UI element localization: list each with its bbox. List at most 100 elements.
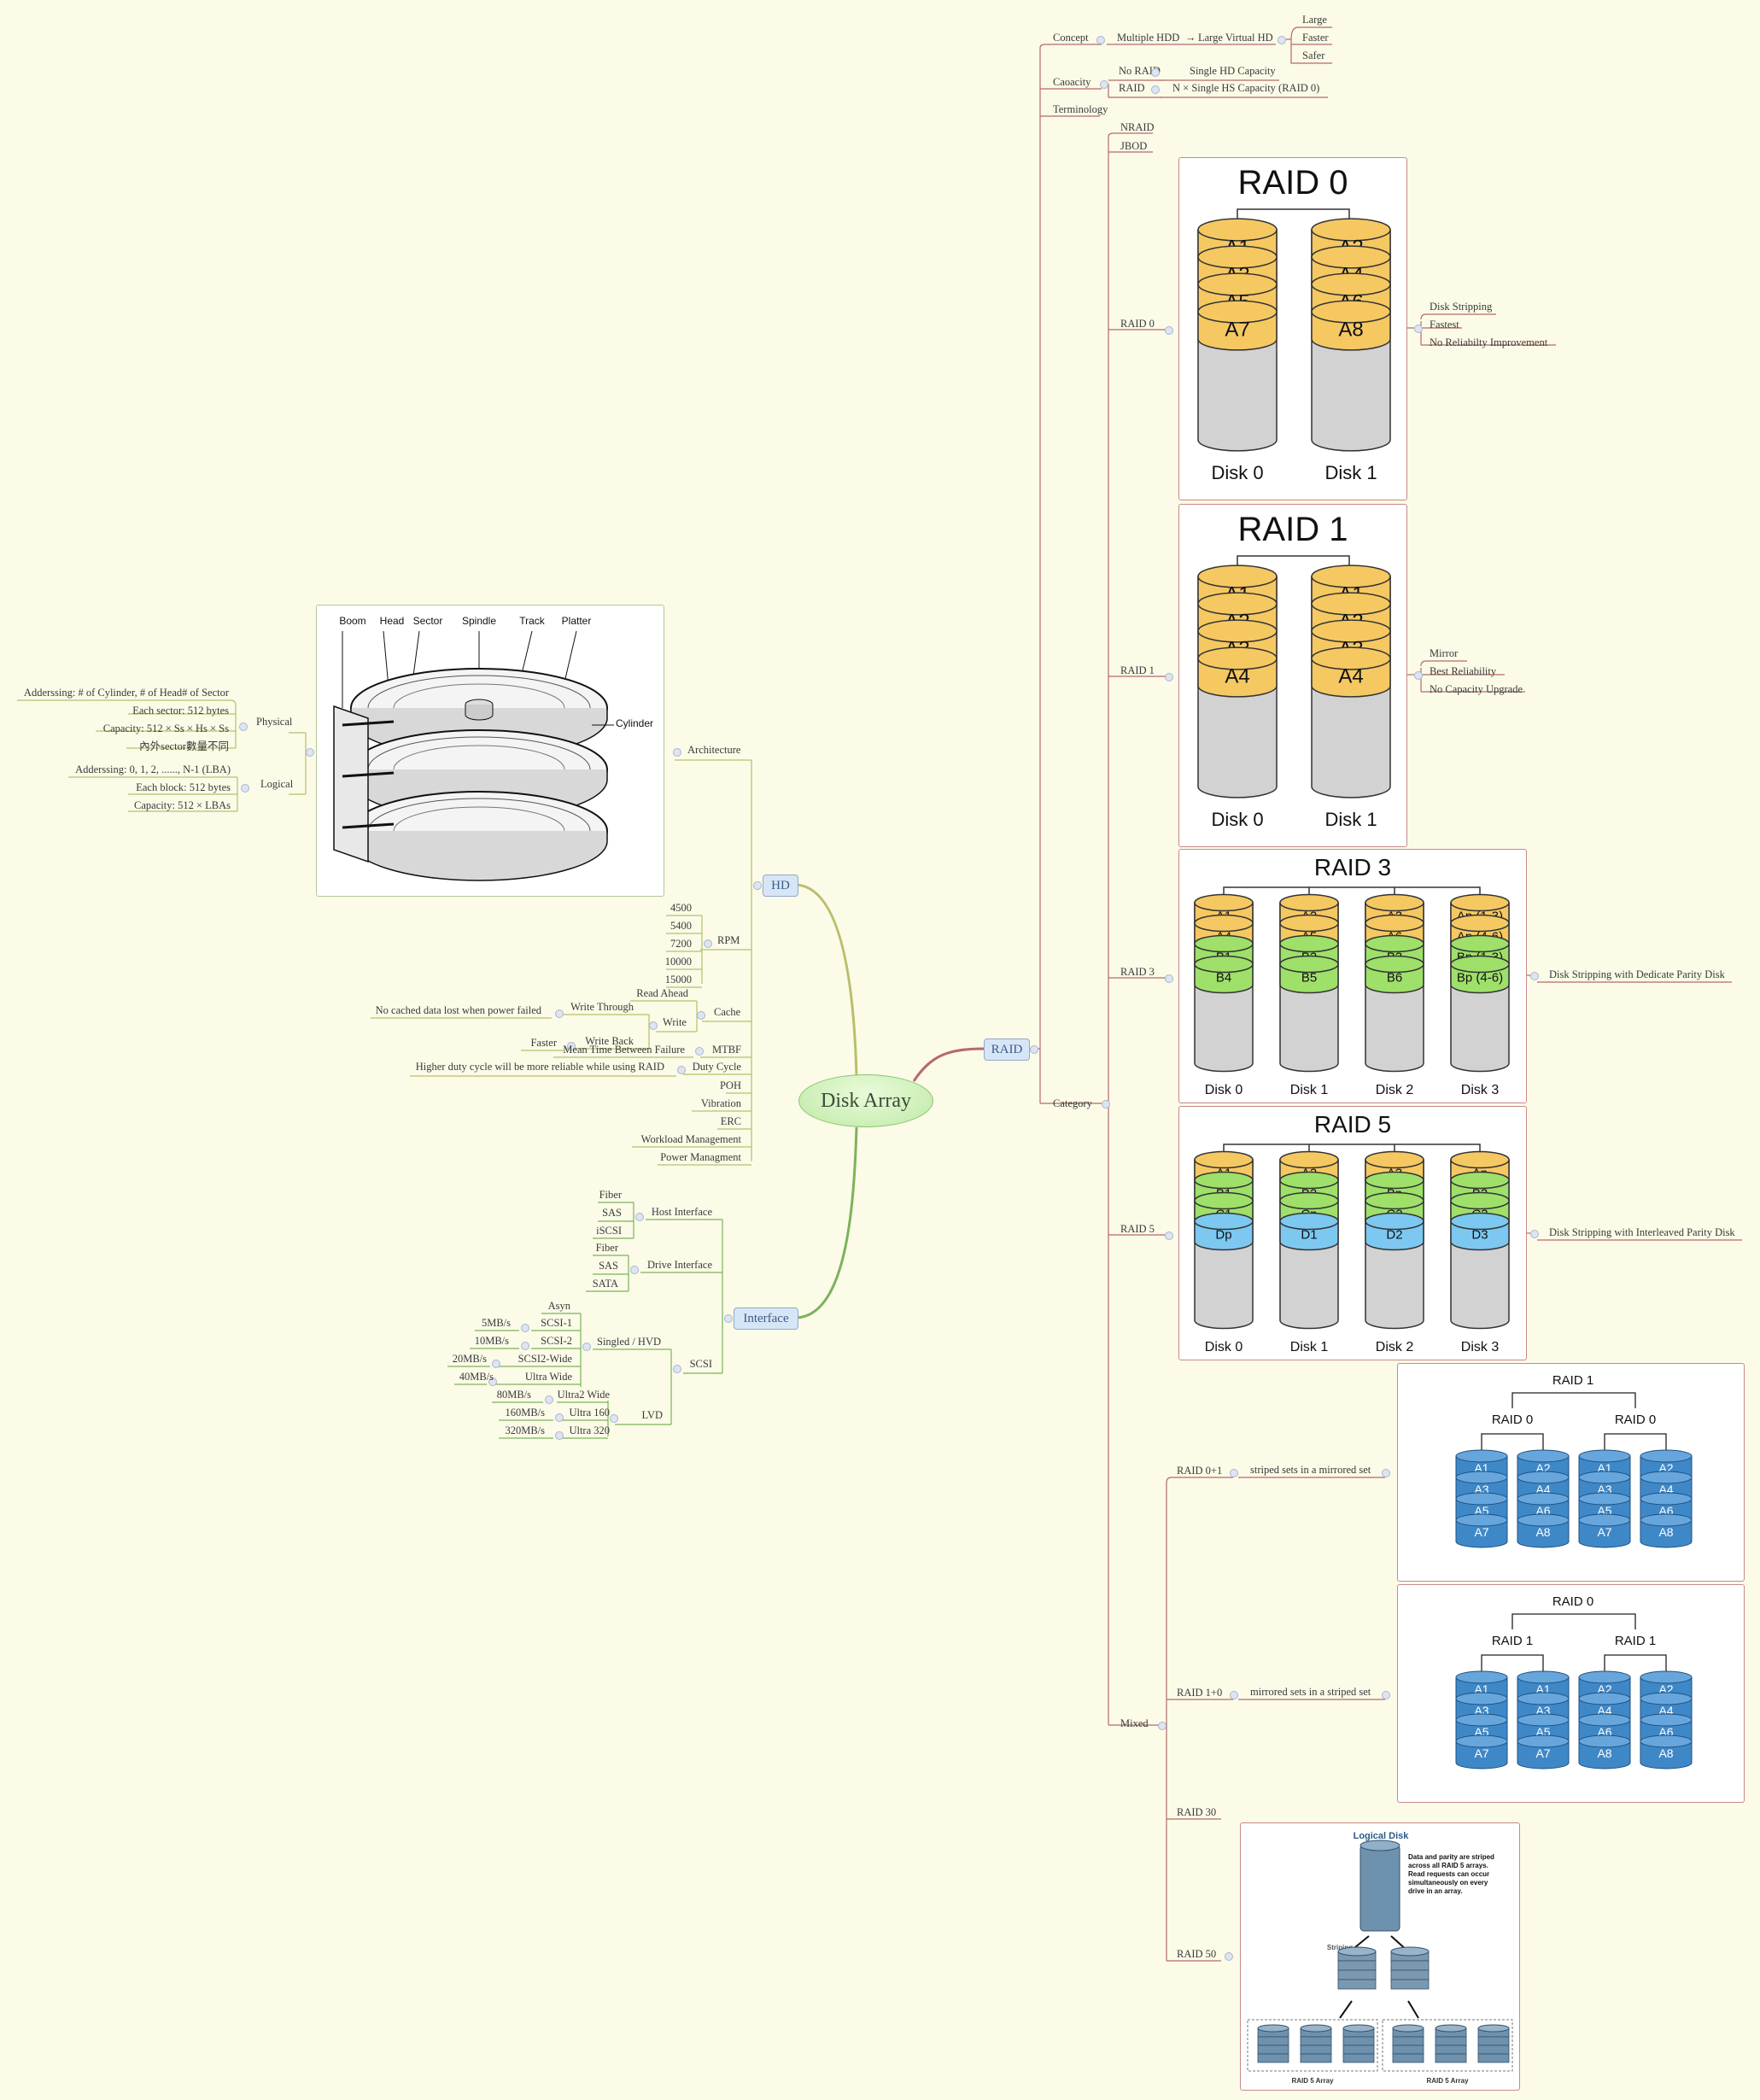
concept-prop[interactable]: Faster: [1302, 32, 1329, 44]
read-ahead-label[interactable]: Read Ahead: [636, 987, 688, 999]
duty-cycle-label[interactable]: Duty Cycle: [692, 1061, 741, 1073]
collapse-toggle[interactable]: [488, 1378, 497, 1386]
jbod-label[interactable]: JBOD: [1120, 140, 1148, 152]
collapse-toggle[interactable]: [1102, 1100, 1110, 1108]
lvd-name[interactable]: Ultra 320: [569, 1424, 610, 1436]
concept-arrow[interactable]: →: [1185, 32, 1196, 44]
scsi-name[interactable]: SCSI-2: [541, 1335, 572, 1347]
write-through-note[interactable]: No cached data lost when power failed: [375, 1004, 541, 1016]
logical-label[interactable]: Logical: [260, 778, 294, 790]
scsi-speed[interactable]: 10MB/s: [474, 1335, 509, 1347]
mixed-raid50[interactable]: RAID 50: [1177, 1948, 1217, 1960]
raid0-note[interactable]: No Reliabilty Improvement: [1430, 336, 1548, 348]
drive-item[interactable]: Fiber: [595, 1242, 618, 1254]
collapse-toggle[interactable]: [1230, 1691, 1238, 1699]
physical-label[interactable]: Physical: [256, 716, 293, 728]
lvd-speed[interactable]: 80MB/s: [496, 1389, 531, 1401]
collapse-toggle[interactable]: [610, 1414, 618, 1423]
concept-result[interactable]: Large Virtual HD: [1198, 32, 1273, 44]
collapse-toggle[interactable]: [635, 1213, 644, 1221]
collapse-toggle[interactable]: [1151, 68, 1160, 77]
collapse-toggle[interactable]: [1100, 80, 1108, 89]
singled-label[interactable]: Singled / HVD: [597, 1336, 661, 1348]
collapse-toggle[interactable]: [1230, 1469, 1238, 1477]
category-label[interactable]: Category: [1053, 1097, 1092, 1109]
collapse-toggle[interactable]: [1165, 1231, 1173, 1240]
raid0-note[interactable]: Disk Stripping: [1430, 301, 1493, 313]
scsi-name[interactable]: Ultra Wide: [524, 1371, 572, 1383]
logical-item[interactable]: Capacity: 512 × LBAs: [134, 799, 231, 811]
capacity-value[interactable]: N × Single HS Capacity (RAID 0): [1172, 82, 1320, 94]
architecture-label[interactable]: Architecture: [687, 744, 741, 756]
collapse-toggle[interactable]: [704, 939, 712, 948]
collapse-toggle[interactable]: [1278, 36, 1286, 44]
collapse-toggle[interactable]: [555, 1413, 564, 1422]
scsi-speed[interactable]: 40MB/s: [459, 1371, 494, 1383]
collapse-toggle[interactable]: [1414, 671, 1423, 680]
concept-prop[interactable]: Safer: [1302, 50, 1325, 61]
physical-item[interactable]: Each sector: 512 bytes: [132, 705, 229, 717]
hd-other[interactable]: Vibration: [700, 1097, 741, 1109]
collapse-toggle[interactable]: [673, 1365, 681, 1373]
host-item[interactable]: SAS: [602, 1207, 622, 1219]
physical-item[interactable]: Adderssing: # of Cylinder, # of Head# of…: [23, 687, 229, 699]
collapse-toggle[interactable]: [1225, 1952, 1233, 1961]
scsi-speed[interactable]: 20MB/s: [452, 1353, 487, 1365]
scsi-name[interactable]: SCSI-1: [541, 1317, 572, 1329]
raid01-note[interactable]: striped sets in a mirrored set: [1250, 1464, 1371, 1476]
collapse-toggle[interactable]: [1151, 85, 1160, 94]
host-item[interactable]: Fiber: [599, 1189, 622, 1201]
collapse-toggle[interactable]: [695, 1047, 704, 1056]
collapse-toggle[interactable]: [1530, 1230, 1539, 1238]
mixed-raid01[interactable]: RAID 0+1: [1177, 1465, 1223, 1477]
mixed-raid10[interactable]: RAID 1+0: [1177, 1687, 1223, 1699]
collapse-toggle[interactable]: [1382, 1469, 1390, 1477]
write-back-label[interactable]: Write Back: [585, 1035, 634, 1047]
mixed-raid30[interactable]: RAID 30: [1177, 1806, 1217, 1818]
rpm-value[interactable]: 5400: [670, 920, 692, 932]
hd-other[interactable]: Power Managment: [660, 1151, 741, 1163]
hd-other[interactable]: Workload Management: [640, 1133, 741, 1145]
collapse-toggle[interactable]: [1165, 974, 1173, 983]
concept-prop[interactable]: Large: [1302, 14, 1327, 26]
host-interface-label[interactable]: Host Interface: [651, 1206, 712, 1218]
rpm-value[interactable]: 4500: [670, 902, 692, 914]
collapse-toggle[interactable]: [1382, 1691, 1390, 1699]
collapse-toggle[interactable]: [1165, 326, 1173, 335]
raid10-note[interactable]: mirrored sets in a striped set: [1250, 1686, 1371, 1698]
raid1-note[interactable]: Mirror: [1430, 647, 1459, 659]
hd-other[interactable]: ERC: [720, 1115, 741, 1127]
host-item[interactable]: iSCSI: [596, 1225, 622, 1237]
rpm-value[interactable]: 10000: [664, 956, 692, 968]
collapse-toggle[interactable]: [1530, 972, 1539, 980]
collapse-toggle[interactable]: [1158, 1722, 1167, 1730]
category-raid0[interactable]: RAID 0: [1120, 318, 1155, 330]
collapse-toggle[interactable]: [1414, 325, 1423, 333]
collapse-toggle[interactable]: [555, 1431, 564, 1440]
drive-item[interactable]: SAS: [599, 1260, 618, 1272]
scsi-speed[interactable]: 5MB/s: [481, 1317, 511, 1329]
collapse-toggle[interactable]: [521, 1342, 529, 1350]
topic-interface[interactable]: Interface: [734, 1307, 798, 1330]
raid5-note[interactable]: Disk Stripping with Interleaved Parity D…: [1549, 1226, 1735, 1238]
collapse-toggle[interactable]: [753, 881, 762, 890]
lvd-speed[interactable]: 320MB/s: [505, 1424, 545, 1436]
rpm-label[interactable]: RPM: [717, 934, 740, 946]
lvd-speed[interactable]: 160MB/s: [505, 1407, 545, 1419]
collapse-toggle[interactable]: [567, 1042, 576, 1050]
collapse-toggle[interactable]: [649, 1021, 658, 1030]
collapse-toggle[interactable]: [306, 748, 314, 757]
concept-label[interactable]: Concept: [1053, 32, 1089, 44]
write-through-label[interactable]: Write Through: [570, 1001, 634, 1013]
collapse-toggle[interactable]: [630, 1266, 639, 1274]
logical-item[interactable]: Each block: 512 bytes: [136, 781, 231, 793]
collapse-toggle[interactable]: [1030, 1045, 1038, 1054]
lvd-label[interactable]: LVD: [641, 1409, 663, 1421]
category-raid1[interactable]: RAID 1: [1120, 664, 1155, 676]
lvd-name[interactable]: Ultra2 Wide: [557, 1389, 610, 1401]
raid0-note[interactable]: Fastest: [1430, 319, 1459, 331]
central-topic[interactable]: Disk Array: [798, 1074, 933, 1127]
collapse-toggle[interactable]: [241, 784, 249, 793]
topic-hd[interactable]: HD: [763, 875, 798, 897]
capacity-label[interactable]: Caoacity: [1053, 76, 1091, 88]
